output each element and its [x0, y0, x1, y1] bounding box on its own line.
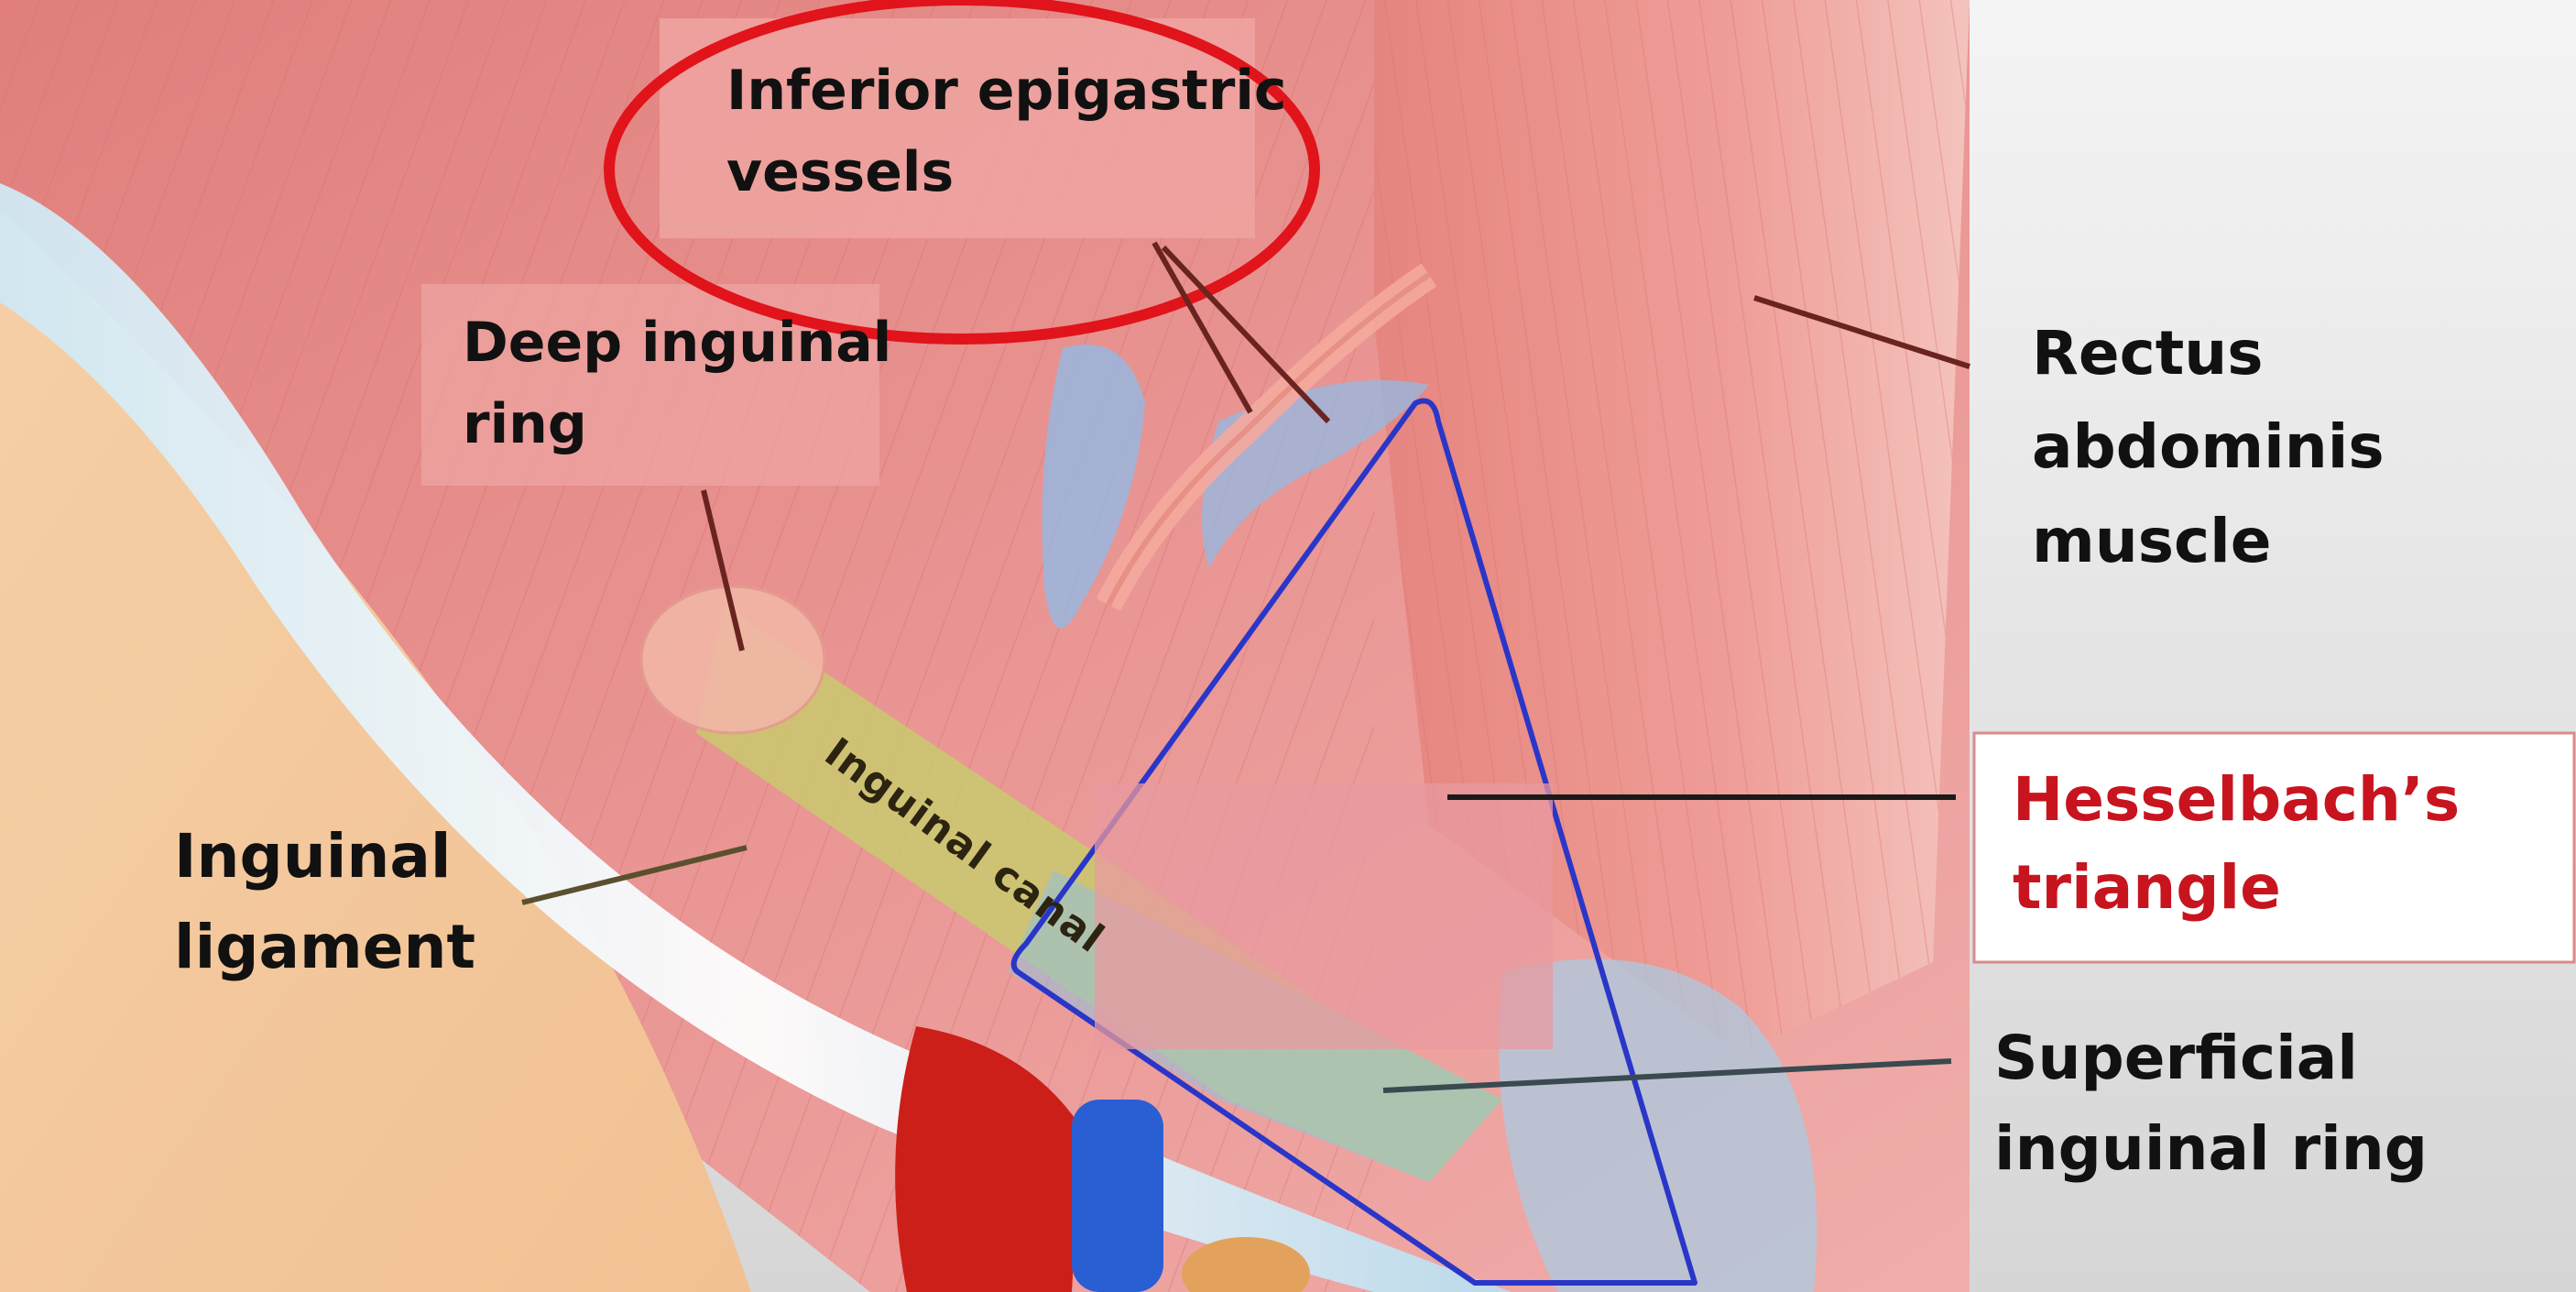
leader-line-epigastric-2 — [1161, 245, 1331, 424]
hesselbach-triangle-outline — [1010, 398, 1697, 1286]
label-rectus-abdominis-muscle: Rectus abdominis muscle — [2032, 307, 2385, 588]
label-line: Inguinal — [174, 821, 452, 892]
label-hesselbach-triangle: Hesselbach’s triangle — [2013, 756, 2460, 931]
femoral-nerve — [1182, 1237, 1310, 1292]
blue-fascia-region-3 — [1499, 958, 1817, 1292]
leader-line-ligament — [521, 845, 748, 905]
inferior-epigastric-highlight-circle — [604, 0, 1320, 345]
leader-line-deep-ring — [701, 489, 745, 651]
label-line: abdominis — [2032, 411, 2385, 483]
hesselbach-label-box — [1972, 731, 2576, 964]
leader-line-superficial — [1382, 1058, 1952, 1093]
blue-fascia-region-1 — [1042, 345, 1145, 629]
inferior-epigastric-vessel-2 — [1106, 272, 1431, 607]
label-line: inguinal ring — [1994, 1113, 2428, 1184]
inferior-epigastric-label-patch — [660, 18, 1255, 238]
femoral-artery — [895, 1026, 1081, 1292]
femoral-vein — [1072, 1100, 1163, 1292]
label-line: vessels — [726, 139, 955, 204]
label-line: ring — [463, 391, 587, 456]
hesselbach-triangle-patch — [1095, 783, 1553, 1049]
label-superficial-inguinal-ring: Superficial inguinal ring — [1994, 1013, 2428, 1194]
label-line: triangle — [2013, 851, 2281, 923]
label-inguinal-ligament: Inguinal ligament — [174, 811, 475, 992]
label-line: Inferior epigastric — [726, 59, 1287, 123]
label-line: muscle — [2032, 505, 2272, 576]
label-inferior-epigastric-vessels: Inferior epigastric vessels — [726, 50, 1286, 214]
label-line: ligament — [174, 912, 476, 982]
label-line: Superficial — [1994, 1023, 2358, 1093]
label-deep-inguinal-ring: Deep inguinal ring — [463, 302, 891, 465]
leader-line-rectus — [1753, 295, 1970, 369]
label-line: Rectus — [2032, 318, 2264, 389]
deep-inguinal-ring-shape — [639, 585, 826, 735]
label-line: Deep inguinal — [463, 311, 892, 375]
leader-line-epigastric-1 — [1152, 241, 1253, 414]
label-line: Hesselbach’s — [2013, 764, 2461, 835]
